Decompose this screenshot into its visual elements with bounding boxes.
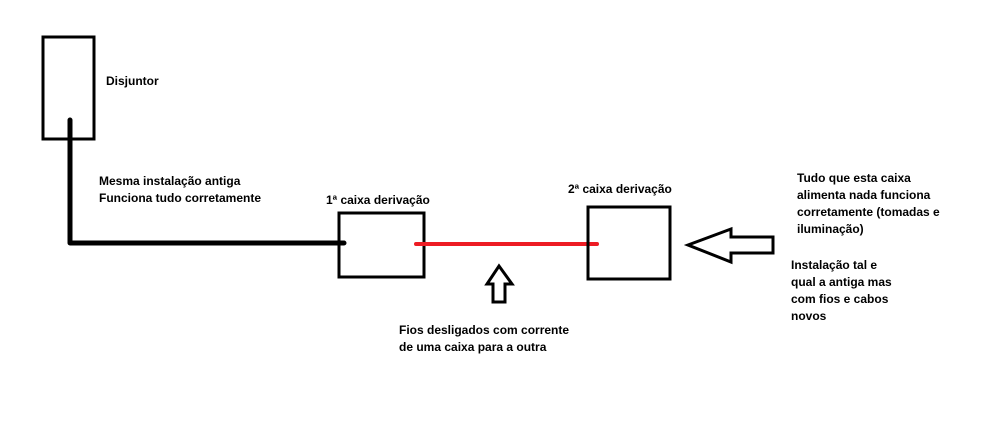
wires-note-line-2: de uma caixa para a outra	[399, 340, 547, 354]
box1-label: 1ª caixa derivação	[326, 193, 430, 207]
breaker-label: Disjuntor	[106, 74, 159, 88]
new-install-line-3: com fios e cabos	[791, 292, 889, 306]
junction-box-2	[586, 205, 672, 281]
old-install-line-2: Funciona tudo corretamente	[99, 191, 262, 205]
junction-box-1	[337, 211, 426, 279]
right-note-line-4: iluminação)	[797, 222, 864, 236]
new-install-line-1: Instalação tal e	[791, 258, 878, 272]
right-note-line-3: corretamente (tomadas e	[797, 205, 940, 219]
new-install-line-2: qual a antiga mas	[791, 275, 892, 289]
old-install-line-1: Mesma instalação antiga	[99, 174, 241, 188]
wires-note-line-1: Fios desligados com corrente	[399, 323, 570, 337]
right-note-line-1: Tudo que esta caixa	[797, 171, 911, 185]
old-wire	[67, 117, 347, 246]
box2-label: 2ª caixa derivação	[568, 182, 672, 196]
right-note-line-2: alimenta nada funciona	[797, 188, 931, 202]
left-arrow-icon	[683, 226, 775, 265]
up-arrow-icon	[484, 263, 515, 304]
new-install-line-4: novos	[791, 309, 827, 323]
